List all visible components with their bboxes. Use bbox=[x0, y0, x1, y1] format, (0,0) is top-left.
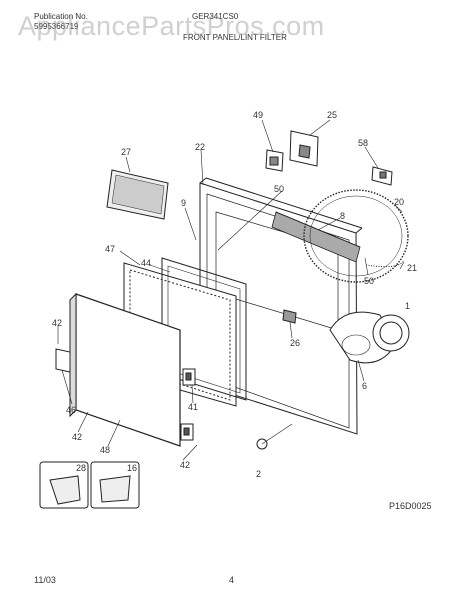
callout-50-bottom: 50 bbox=[364, 276, 375, 286]
felt-seal[interactable] bbox=[365, 259, 405, 268]
door-hinge-top[interactable] bbox=[182, 368, 196, 386]
callout-50-top: 50 bbox=[274, 184, 285, 194]
callout-44: 44 bbox=[141, 258, 152, 268]
lint-filter-screen[interactable] bbox=[106, 169, 169, 220]
door-switch[interactable] bbox=[289, 130, 319, 167]
publication-label: Publication No. bbox=[34, 12, 88, 21]
callout-42-lower: 42 bbox=[180, 460, 191, 470]
publication-number: 5995366719 bbox=[34, 22, 79, 31]
watermark-logo: AppliancePartsPros.com bbox=[18, 11, 325, 41]
callout-9: 9 bbox=[181, 198, 187, 208]
callout-8: 8 bbox=[340, 211, 346, 221]
inset-box-16 bbox=[90, 461, 140, 509]
callout-49: 49 bbox=[253, 110, 264, 120]
callout-20: 20 bbox=[394, 197, 405, 207]
page-number: 4 bbox=[229, 575, 235, 585]
callout-6: 6 bbox=[362, 381, 368, 391]
callout-1: 1 bbox=[405, 301, 411, 311]
callout-2: 2 bbox=[256, 469, 262, 479]
callout-48: 48 bbox=[100, 445, 111, 455]
duct-clip[interactable] bbox=[282, 309, 297, 324]
callout-46: 46 bbox=[66, 405, 77, 415]
switch-bracket[interactable] bbox=[265, 149, 284, 172]
callout-22: 22 bbox=[195, 142, 206, 152]
outer-door[interactable] bbox=[69, 292, 181, 447]
callout-58: 58 bbox=[358, 138, 369, 148]
callout-42-middle: 42 bbox=[72, 432, 83, 442]
callout-28: 28 bbox=[76, 463, 87, 473]
blower-seal[interactable] bbox=[372, 314, 410, 352]
lint-filter-housing[interactable] bbox=[271, 211, 361, 263]
section-title: FRONT PANEL/LINT FILTER bbox=[183, 33, 287, 42]
door-hinge-bottom[interactable] bbox=[180, 423, 194, 441]
callout-16: 16 bbox=[127, 463, 138, 473]
door-button[interactable] bbox=[256, 423, 293, 450]
leader-lines bbox=[57, 119, 405, 461]
drum-seal-ring[interactable] bbox=[303, 189, 409, 283]
callout-27: 27 bbox=[121, 147, 132, 157]
callout-26: 26 bbox=[290, 338, 301, 348]
callout-41: 41 bbox=[188, 402, 199, 412]
callout-47: 47 bbox=[105, 244, 116, 254]
door-strike[interactable] bbox=[55, 348, 71, 373]
callout-21: 21 bbox=[407, 263, 418, 273]
diagram-code: P16D0025 bbox=[389, 501, 432, 511]
inset-box-28 bbox=[39, 461, 89, 509]
footer-date: 11/03 bbox=[34, 575, 56, 585]
thermistor-sensor[interactable] bbox=[371, 166, 393, 186]
model-number: GER341CS0 bbox=[192, 12, 239, 21]
callout-42-upper: 42 bbox=[52, 318, 63, 328]
callout-25: 25 bbox=[327, 110, 338, 120]
